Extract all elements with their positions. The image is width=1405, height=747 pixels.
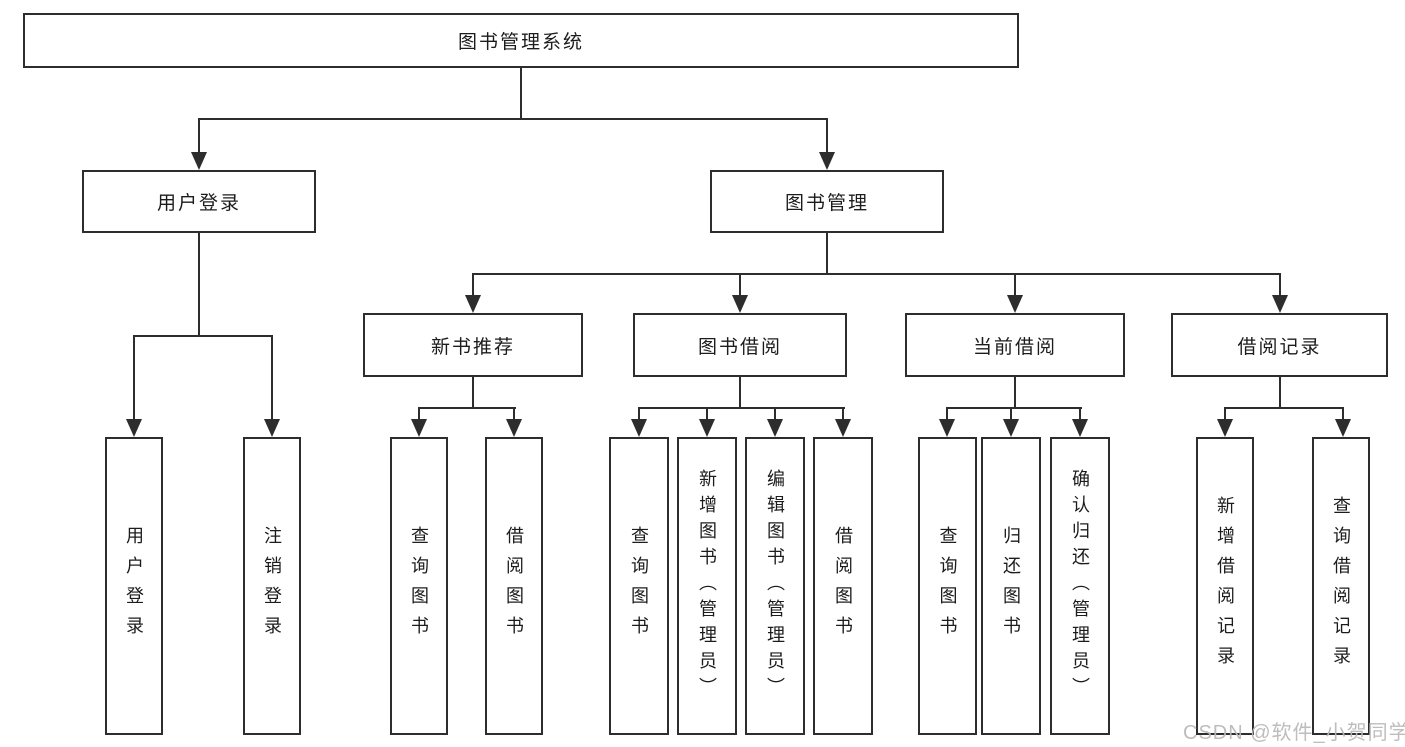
connector-new-book-drop [472,377,474,407]
connector-stem-new-book [472,273,474,297]
leaf-query-borrow-record: 查询借阅记录 [1312,437,1370,735]
node-user-login-label: 用户登录 [156,193,241,214]
arrowhead-query-borrow-record [1335,419,1351,437]
connector-stem-leaf-logout [271,335,273,421]
arrowhead-confirm-return [1072,419,1088,437]
connector-stem-query-books-current [946,407,948,421]
connector-stem-borrowing-records [1279,273,1281,297]
arrowhead-borrow-books [835,419,851,437]
node-book-management: 图书管理 [710,170,944,233]
leaf-query-books-recommend: 查询图书 [390,437,448,735]
leaf-add-books-admin-label: 新增图书（管理员） [697,469,717,703]
leaf-edit-books-admin-label: 编辑图书（管理员） [765,469,785,703]
connector-stem-user-login [198,118,200,154]
node-root: 图书管理系统 [23,13,1019,68]
arrowhead-leaf-user-login [126,419,142,437]
node-new-book-recommendation-label: 新书推荐 [430,336,515,358]
node-book-borrowing-label: 图书借阅 [697,336,782,358]
connector-stem-current-borrowing [1014,273,1016,297]
leaf-query-books-current: 查询图书 [918,437,977,735]
connector-stem-leaf-user-login [133,335,135,421]
leaf-query-books-borrowing: 查询图书 [609,437,669,735]
leaf-borrow-books: 借阅图书 [813,437,873,735]
leaf-return-books-label: 归还图书 [1001,526,1021,646]
arrowhead-leaf-logout [264,419,280,437]
leaf-logout: 注销登录 [243,437,301,735]
connector-stem-borrow-books-recommend [513,407,515,421]
arrowhead-add-borrow-record [1217,419,1233,437]
leaf-borrow-books-recommend: 借阅图书 [485,437,543,735]
arrowhead-new-book [465,295,481,313]
arrowhead-user-login [191,152,207,170]
arrowhead-book-borrowing [732,295,748,313]
leaf-query-books-recommend-label: 查询图书 [409,526,429,646]
leaf-query-books-borrowing-label: 查询图书 [629,526,649,646]
arrowhead-return-books [1003,419,1019,437]
arrowhead-add-books [699,419,715,437]
connector-stem-edit-books [774,407,776,421]
connector-new-book-branch [418,407,516,409]
connector-stem-confirm-return [1079,407,1081,421]
connector-current-borrowing-branch [946,407,1082,409]
connector-borrowing-records-branch [1224,407,1343,409]
connector-stem-return-books [1010,407,1012,421]
leaf-return-books: 归还图书 [981,437,1041,735]
connector-stem-book-borrowing [739,273,741,297]
connector-stem-add-borrow-record [1224,407,1226,421]
connector-root-drop [520,68,522,118]
arrowhead-query-books-recommend [411,419,427,437]
leaf-edit-books-admin: 编辑图书（管理员） [745,437,805,735]
arrowhead-book-management [819,152,835,170]
arrowhead-current-borrowing [1007,295,1023,313]
node-user-login: 用户登录 [82,170,316,233]
connector-level2-branch [198,118,828,120]
arrowhead-borrow-books-recommend [506,419,522,437]
connector-book-management-drop [826,233,828,273]
leaf-query-borrow-record-label: 查询借阅记录 [1331,496,1351,676]
leaf-add-borrow-record-label: 新增借阅记录 [1215,496,1235,676]
leaf-borrow-books-label: 借阅图书 [833,526,853,646]
leaf-add-borrow-record: 新增借阅记录 [1196,437,1254,735]
leaf-logout-label: 注销登录 [262,526,282,646]
leaf-user-login: 用户登录 [105,437,163,735]
node-borrowing-records-label: 借阅记录 [1237,336,1322,358]
leaf-borrow-books-recommend-label: 借阅图书 [504,526,524,646]
leaf-user-login-label: 用户登录 [124,526,144,646]
connector-stem-query-books-recommend [418,407,420,421]
connector-stem-query-borrow-record [1342,407,1344,421]
leaf-query-books-current-label: 查询图书 [937,526,958,646]
arrowhead-edit-books [767,419,783,437]
node-book-borrowing: 图书借阅 [633,313,847,377]
connector-level3-branch [472,273,1281,275]
leaf-confirm-return-admin: 确认归还（管理员） [1050,437,1110,735]
node-book-management-label: 图书管理 [784,193,869,214]
connector-user-login-drop [198,233,200,335]
node-borrowing-records: 借阅记录 [1171,313,1388,377]
arrowhead-query-books-borrowing [631,419,647,437]
connector-stem-book-management [826,118,828,154]
csdn-watermark: CSDN @软件_小贺同学 [1183,722,1405,744]
connector-stem-query-books-borrowing [638,407,640,421]
leaf-confirm-return-admin-label: 确认归还（管理员） [1070,469,1090,703]
connector-stem-borrow-books [842,407,844,421]
connector-user-login-branch [133,335,273,337]
connector-borrowing-records-drop [1279,377,1281,407]
arrowhead-query-books-current [939,419,955,437]
connector-stem-add-books [706,407,708,421]
node-current-borrowing: 当前借阅 [905,313,1125,377]
node-new-book-recommendation: 新书推荐 [363,313,583,377]
connector-current-borrowing-drop [1014,377,1016,407]
connector-book-borrowing-drop [739,377,741,407]
arrowhead-borrowing-records [1272,295,1288,313]
node-root-label: 图书管理系统 [457,32,584,53]
leaf-add-books-admin: 新增图书（管理员） [677,437,737,735]
node-current-borrowing-label: 当前借阅 [972,336,1057,358]
connector-book-borrowing-branch [638,407,845,409]
